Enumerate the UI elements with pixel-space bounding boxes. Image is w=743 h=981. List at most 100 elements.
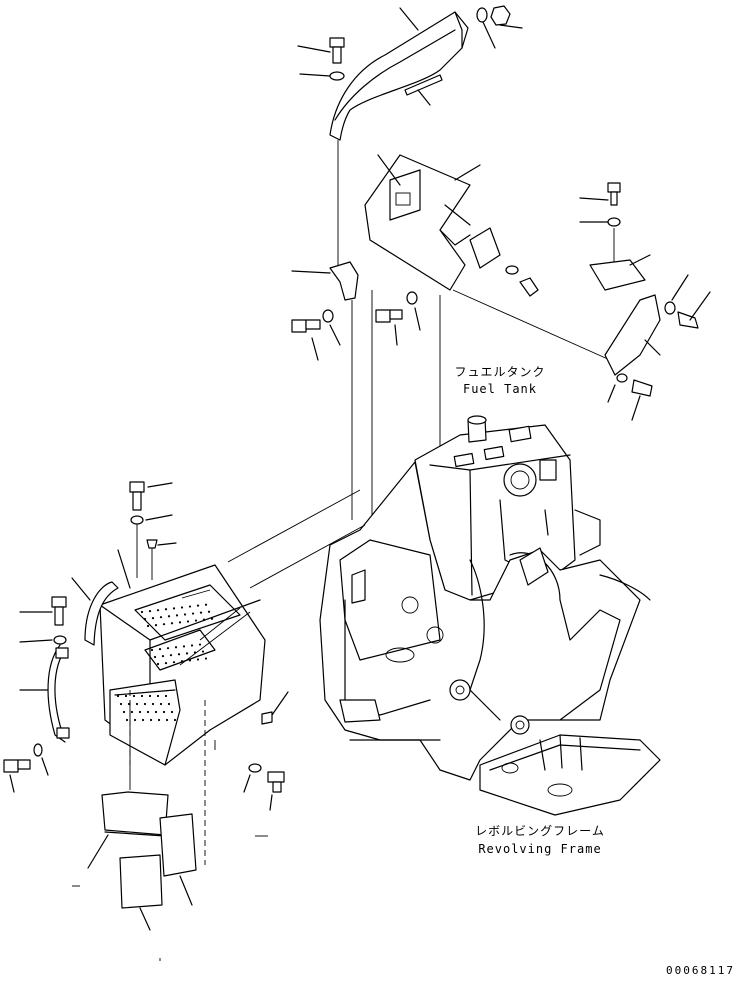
- perforation-dot: [167, 615, 171, 618]
- perforation-dot: [186, 620, 190, 623]
- mid-bolts: [291, 290, 441, 600]
- perforation-dot: [116, 694, 120, 698]
- perforation-dot: [156, 609, 160, 612]
- perforation-dot: [191, 612, 195, 615]
- pad-plates: [72, 791, 268, 961]
- perforation-dot: [201, 650, 205, 653]
- perforation-dot: [150, 648, 154, 652]
- cover-nut-bolt: [505, 265, 539, 297]
- perforation-dot: [133, 718, 137, 722]
- perforation-dot: [188, 605, 192, 608]
- document-id: 00068117: [666, 964, 735, 977]
- perforation-dot: [146, 710, 150, 714]
- perforation-dot: [156, 694, 160, 698]
- perforation-dot: [175, 614, 179, 617]
- perforation-dot: [159, 616, 163, 619]
- perforation-dot: [172, 607, 176, 610]
- step-box: [99, 564, 266, 865]
- perforation-dot: [164, 608, 168, 611]
- top-cover-panel: [364, 154, 501, 291]
- perforation-dot: [140, 610, 144, 614]
- perforation-dot: [170, 710, 174, 714]
- perforation-dot: [141, 718, 145, 722]
- perforation-dot: [199, 611, 203, 614]
- perforation-dot: [188, 659, 192, 662]
- perforation-dot: [143, 617, 147, 621]
- right-bracket: [589, 254, 651, 291]
- perforation-dot: [165, 718, 169, 722]
- perforation-dot: [159, 702, 163, 706]
- revolving-frame: [319, 461, 651, 781]
- perforation-dot: [148, 609, 152, 613]
- perforation-dot: [135, 702, 139, 706]
- left-bolts: [19, 481, 177, 645]
- mid-bracket: [291, 261, 359, 520]
- perforation-dot: [154, 623, 158, 627]
- perforation-dot: [177, 653, 181, 656]
- revolving-frame-label-jp: レボルビングフレーム: [475, 824, 605, 838]
- perforation-dot: [149, 718, 153, 722]
- perforation-dot: [185, 652, 189, 655]
- perforation-dot: [190, 644, 194, 647]
- perforation-dot: [140, 694, 144, 698]
- perforation-dot: [157, 718, 161, 722]
- grab-handle: [19, 549, 131, 743]
- fuel-tank-label-jp: フュエルタンク: [454, 365, 546, 379]
- perforation-dot: [124, 694, 128, 698]
- handrail-cover: [329, 7, 469, 141]
- perforation-dot: [151, 702, 155, 706]
- perforation-dot: [148, 694, 152, 698]
- perforation-dot: [170, 622, 174, 625]
- perforation-dot: [194, 619, 198, 622]
- perforation-dot: [146, 624, 150, 628]
- perforation-dot: [180, 606, 184, 609]
- perforation-dot: [162, 710, 166, 714]
- perforation-dot: [169, 654, 173, 657]
- perforation-dot: [164, 694, 168, 698]
- perforation-dot: [174, 646, 178, 649]
- perforation-dot: [122, 710, 126, 714]
- perforation-dot: [167, 702, 171, 706]
- perforation-dot: [183, 613, 187, 616]
- fuel-tank-label-en: Fuel Tank: [462, 382, 538, 396]
- perforation-dot: [172, 661, 176, 664]
- perforation-dot: [178, 621, 182, 624]
- perforation-dot: [210, 617, 214, 620]
- perforation-dot: [158, 647, 162, 651]
- perforation-dot: [154, 710, 158, 714]
- perforation-dot: [132, 694, 136, 698]
- perforation-dot: [164, 661, 168, 665]
- perforation-dot: [202, 618, 206, 621]
- perforation-dot: [196, 604, 200, 607]
- perforation-dot: [173, 718, 177, 722]
- perforation-dot: [119, 702, 123, 706]
- perforation-dot: [198, 643, 202, 646]
- right-step-bolts: [243, 691, 289, 811]
- perforation-dot: [204, 603, 208, 606]
- perforation-dot: [143, 702, 147, 706]
- perforation-dot: [162, 623, 166, 626]
- revolving-frame-label-en: Revolving Frame: [478, 842, 602, 856]
- perforation-dot: [151, 616, 155, 620]
- perforation-dot: [161, 654, 165, 658]
- perforation-dot: [204, 657, 208, 660]
- perforation-dot: [125, 718, 129, 722]
- right-bracket-bolt: [579, 182, 621, 262]
- handrail-bolt-top: [297, 37, 345, 64]
- handrail-nut-washer: [476, 5, 523, 49]
- perforation-dot: [156, 662, 160, 666]
- perforation-dot: [196, 658, 200, 661]
- perforation-dot: [130, 710, 134, 714]
- right-side-panel: [604, 274, 711, 421]
- perforation-dot: [207, 610, 211, 613]
- perforation-dot: [166, 647, 170, 650]
- perforation-dot: [153, 655, 157, 659]
- perforation-dot: [138, 710, 142, 714]
- perforation-dot: [182, 645, 186, 648]
- lower-left-bolt: [3, 743, 49, 793]
- step-pattern: [116, 603, 214, 722]
- frame-base: [479, 734, 661, 816]
- handrail-washer: [299, 71, 345, 81]
